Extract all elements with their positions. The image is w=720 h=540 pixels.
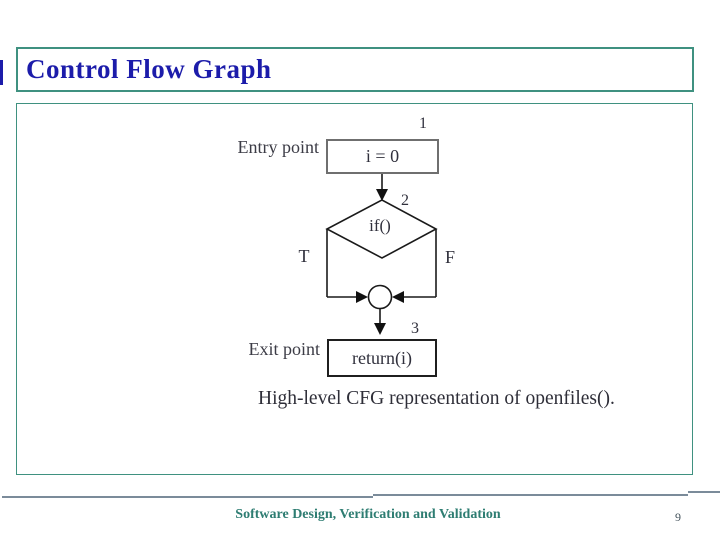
footer-divider-right: [373, 494, 688, 496]
footer-title: Software Design, Verification and Valida…: [235, 507, 501, 522]
flowgraph-canvas: [325, 174, 438, 335]
title-box: Control Flow Graph: [16, 47, 694, 92]
arrowhead-left-icon: [392, 291, 404, 303]
branch-false-label: F: [444, 247, 455, 267]
arrowhead-down-icon: [374, 323, 386, 335]
arrowhead-right-icon: [356, 291, 368, 303]
left-edge-accent: [0, 60, 3, 85]
node-number-1: 1: [419, 115, 427, 132]
page-title: Control Flow Graph: [26, 54, 272, 84]
node-entry-box: i = 0: [326, 139, 439, 174]
figure-caption: High-level CFG representation of openfil…: [258, 388, 615, 409]
footer-divider-left: [2, 496, 373, 498]
node-exit-box: return(i): [327, 339, 437, 377]
node-number-3: 3: [411, 320, 419, 337]
exit-point-label: Exit point: [248, 339, 321, 359]
entry-point-label: Entry point: [237, 137, 320, 157]
branch-true-label: T: [298, 246, 310, 266]
arrowhead-down-icon: [376, 189, 388, 201]
decision-diamond: [325, 199, 438, 259]
footer-divider-corner: [688, 491, 720, 493]
decision-label: if(): [369, 216, 391, 235]
node-number-2: 2: [401, 192, 409, 209]
diagram-panel: 1 Entry point i = 0 2 if() T F 3 Exit po…: [16, 103, 693, 475]
page-number: 9: [675, 510, 681, 524]
join-circle: [367, 284, 393, 310]
